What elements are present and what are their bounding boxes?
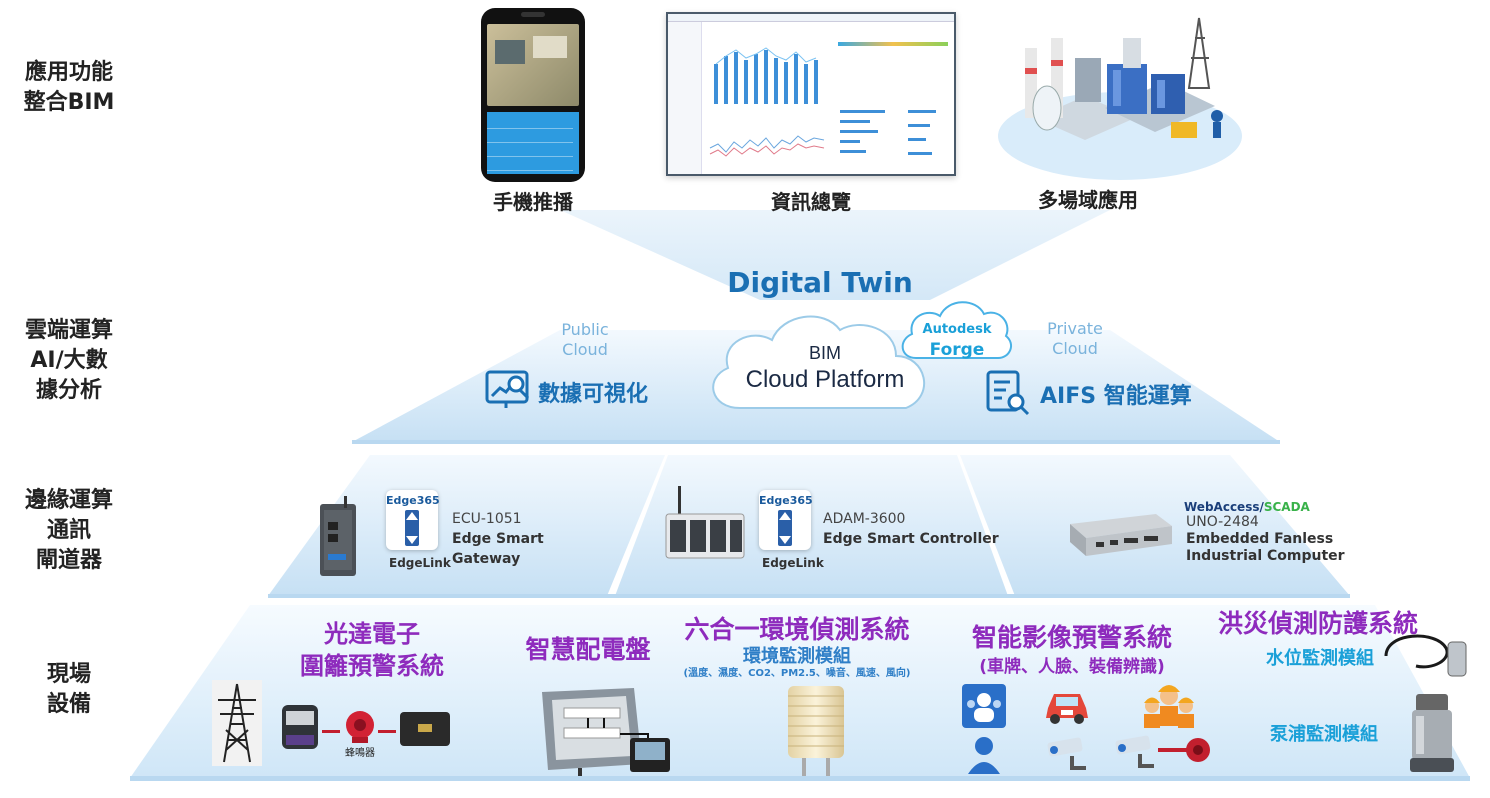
env-module-subtitle: 環境監測模組 [743,646,851,667]
power-tower-image [212,680,262,766]
autodesk-label: Autodesk [922,322,992,337]
env-monitor-title: 六合一環境偵測系統 [684,615,910,644]
buzzer-label: 蜂鳴器 [345,748,375,759]
edgelink-label-adam: EdgeLink [762,556,824,570]
bim-cloud-shape [712,315,925,409]
face-group-icon [962,684,1006,728]
ecu-gateway-device [320,496,356,576]
mobile-phone-image [481,8,585,182]
fence-alert-title: 光達電子圍籬預警系統 [300,620,444,680]
cctv-camera-icon-2 [1115,735,1154,768]
top-beam [560,210,1110,300]
alarm-siren-icon [1186,738,1210,762]
uno-description: UNO-2484 Embedded Fanless Industrial Com… [1186,514,1345,564]
multi-site-caption: 多場域應用 [1038,188,1138,212]
video-ai-subtitle: (車牌、人臉、裝備辨識) [979,657,1165,677]
layer-label-app: 應用功能整合BIM [23,60,115,115]
submersible-pump-image [1410,694,1454,772]
video-ai-title: 智能影像預警系統 [971,623,1172,652]
edge365-badge-adam: Edge365 [759,490,813,550]
edge365-badge-ecu: Edge365 [386,490,440,550]
aifs-report-icon [986,370,1030,416]
forge-cloud-shape [901,301,1013,359]
aifs-label: AIFS 智能運算 [1040,384,1192,409]
water-level-module-label: 水位監測模組 [1266,648,1374,669]
connector-line [322,730,340,733]
smart-distribution-panel-image [542,688,670,776]
cctv-camera-icon [1047,737,1086,770]
smart-panel-title: 智慧配電盤 [525,635,651,664]
safety-equipment-workers-icon [1144,685,1194,728]
uno-computer-device [1070,514,1172,556]
multi-site-city-illustration [998,17,1242,180]
lidar-sensor-image [282,705,318,749]
edge-mid-slab [615,455,1008,596]
adam-description: ADAM-3600 Edge Smart Controller [823,511,999,547]
person-face-icon [968,737,1000,774]
controller-box-image [400,712,450,746]
data-visualization-icon [485,370,530,408]
cloud-platform-label: Cloud Platform [745,366,905,393]
connector-line [378,730,396,733]
data-visualization-label: 數據可視化 [538,382,649,407]
env-sensor-shield-image [788,686,844,776]
layer-label-field: 現場設備 [46,662,91,717]
flood-protection-title: 洪災偵測防護系統 [1217,609,1418,638]
edge-left-slab [268,455,665,596]
connector-line [1158,748,1188,752]
bim-label: BIM [808,343,841,363]
layer-label-edge: 邊緣運算通訊閘道器 [24,488,113,573]
forge-label: Forge [929,340,985,360]
mobile-caption: 手機推播 [493,190,573,214]
ecu-description: ECU-1051 Edge Smart Gateway [452,511,544,567]
webaccess-scada-brand: WebAccess/SCADA [1184,500,1310,514]
buzzer-device-image [346,711,374,743]
pump-module-label: 泵浦監測模組 [1270,724,1378,745]
adam-controller-device [665,486,745,559]
edgelink-label-ecu: EdgeLink [389,556,451,570]
env-parameters: (溫度、濕度、CO2、PM2.5、噪音、風速、風向) [683,668,911,679]
car-license-plate-icon [1046,694,1088,724]
water-level-sensor-image [1384,634,1467,677]
dashboard-screenshot [666,12,956,176]
dashboard-caption: 資訊總覽 [771,190,851,214]
digital-twin-title: Digital Twin [727,266,913,299]
